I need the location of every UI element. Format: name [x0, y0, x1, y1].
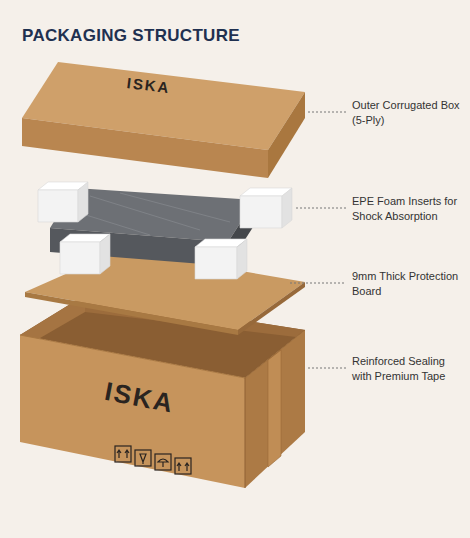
- callout-label: EPE Foam Inserts for Shock Absorption: [352, 194, 464, 224]
- callout-label: Reinforced Sealing with Premium Tape: [352, 354, 464, 384]
- handling-icons: [115, 446, 191, 474]
- leader-lines: [290, 112, 346, 368]
- foam-inserts: [38, 182, 292, 279]
- box-lid: [22, 62, 305, 178]
- bottom-box: [20, 295, 305, 488]
- diagram-title: PACKAGING STRUCTURE: [22, 26, 240, 46]
- callout-label: Outer Corrugated Box (5-Ply): [352, 98, 464, 128]
- callout-label: 9mm Thick Protection Board: [352, 269, 464, 299]
